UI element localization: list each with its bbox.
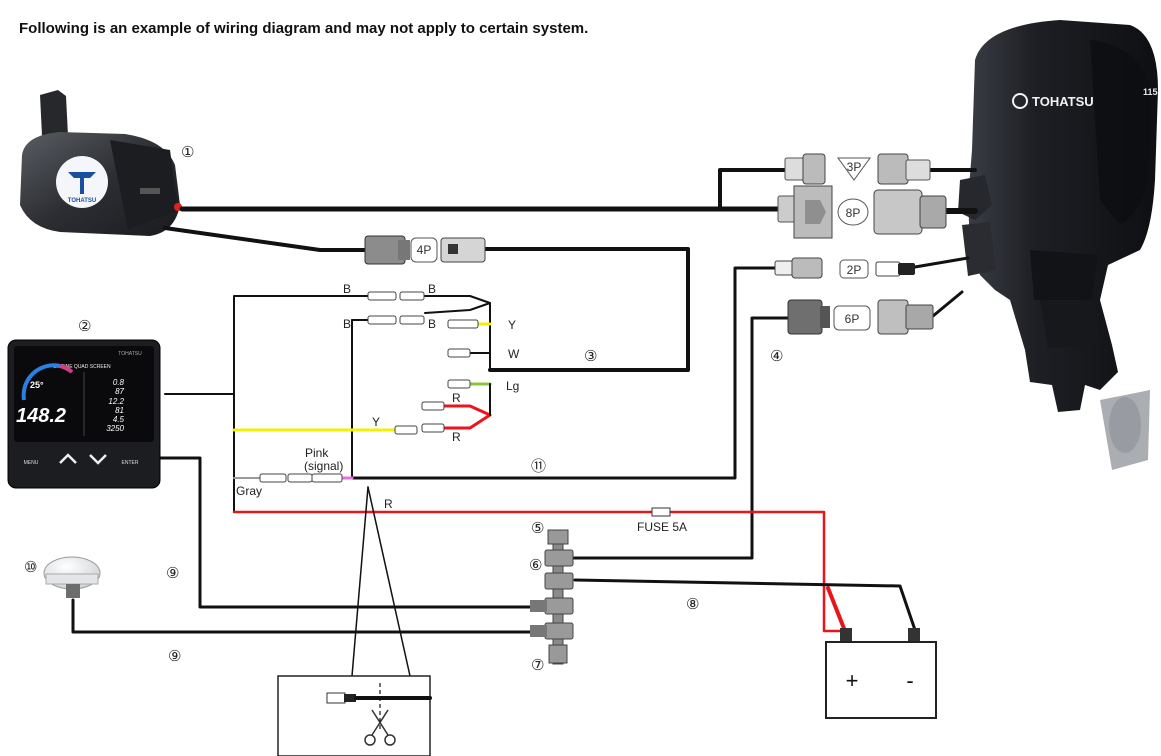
fuse-label: FUSE 5A — [637, 520, 687, 534]
component-number-2: ② — [78, 318, 91, 335]
tohatsu-mark-icon — [68, 172, 96, 194]
connector-2p: 2P — [774, 257, 915, 279]
wire-label-r-1: R — [452, 391, 461, 405]
display-value-1: 0.8 — [113, 378, 125, 387]
wire-label-pink: Pink — [305, 446, 329, 460]
component-number-10: ⑩ — [24, 559, 37, 576]
connector-8p-label: 8P — [846, 206, 861, 220]
fuse — [651, 507, 671, 517]
wire-label-lg: Lg — [506, 379, 519, 393]
connector-3p: 3P — [784, 153, 931, 185]
wire-label-pink-signal: (signal) — [304, 459, 343, 473]
connector-4p-label: 4P — [417, 243, 432, 257]
display-value-3: 12.2 — [108, 397, 124, 406]
connector-8p: 8P — [777, 185, 947, 239]
component-number-11: ⑪ — [531, 458, 546, 475]
display-value-4: 81 — [115, 406, 124, 415]
wire-label-y-2: Y — [372, 415, 380, 429]
up-arrow-icon[interactable] — [59, 453, 77, 464]
outboard-engine: TOHATSU 115 — [958, 20, 1158, 470]
wire-label-b-3: B — [343, 317, 351, 331]
diagram-heading: Following is an example of wiring diagra… — [19, 20, 589, 37]
wire-label-gray: Gray — [236, 484, 262, 498]
component-numbers: ① ② ③ ④ ⑤ ⑥ ⑦ ⑧ ⑨ ⑨ ⑩ ⑪ — [24, 144, 783, 674]
wire-labels: B B B B Y W Lg R R Y Pink (signal) Gray … — [236, 282, 687, 534]
engine-logo-text: TOHATSU — [1032, 94, 1094, 109]
display-temp-reading: 25° — [30, 380, 44, 390]
display-value-6: 3250 — [106, 424, 124, 433]
component-number-9b: ⑨ — [168, 648, 181, 665]
component-number-4: ④ — [770, 348, 783, 365]
inline-plugs — [259, 291, 479, 483]
wire-label-b-2: B — [428, 282, 436, 296]
connector-3p-label: 3P — [847, 160, 862, 174]
battery-minus-label: - — [906, 668, 913, 693]
engine-display-unit: TOHATSU ENGINE QUAD SCREEN 25° 148.2 0.8… — [7, 339, 161, 489]
engine-cowl-number: 115 — [1143, 87, 1158, 97]
wire-label-r-2: R — [452, 430, 461, 444]
connector-6p: 6P — [787, 299, 934, 335]
display-big-reading: 148.2 — [16, 405, 66, 427]
scissors-icon — [364, 709, 396, 746]
wire-label-b-4: B — [428, 317, 436, 331]
battery-plus-label: + — [846, 668, 859, 693]
nmea-backbone — [530, 529, 574, 665]
component-number-6: ⑥ — [529, 557, 542, 574]
wire-label-r-3: R — [384, 497, 393, 511]
remote-logo-text: TOHATSU — [68, 198, 96, 204]
component-number-7: ⑦ — [531, 657, 544, 674]
display-value-2: 87 — [115, 387, 124, 396]
display-value-5: 4.5 — [113, 415, 125, 424]
display-brand-small: TOHATSU — [118, 351, 142, 357]
component-number-5: ⑤ — [531, 520, 544, 537]
component-number-9a: ⑨ — [166, 565, 179, 582]
wire-label-y-1: Y — [508, 318, 516, 332]
cut-detail-box — [277, 675, 432, 756]
connector-4p: 4P — [364, 235, 486, 265]
remote-control-box: TOHATSU — [20, 90, 182, 236]
wire-label-b-1: B — [343, 282, 351, 296]
component-number-8: ⑧ — [686, 596, 699, 613]
display-screen-title: ENGINE QUAD SCREEN — [53, 364, 111, 370]
component-number-1: ① — [181, 144, 194, 161]
battery: + - — [825, 628, 937, 719]
component-number-3: ③ — [584, 348, 597, 365]
connector-2p-label: 2P — [847, 263, 862, 277]
wires — [71, 168, 978, 677]
display-menu-button[interactable]: MENU — [24, 460, 39, 466]
wire-label-w: W — [508, 347, 520, 361]
display-enter-button[interactable]: ENTER — [122, 460, 139, 466]
connector-6p-label: 6P — [845, 312, 860, 326]
down-arrow-icon[interactable] — [89, 454, 107, 465]
gps-antenna — [43, 556, 101, 598]
